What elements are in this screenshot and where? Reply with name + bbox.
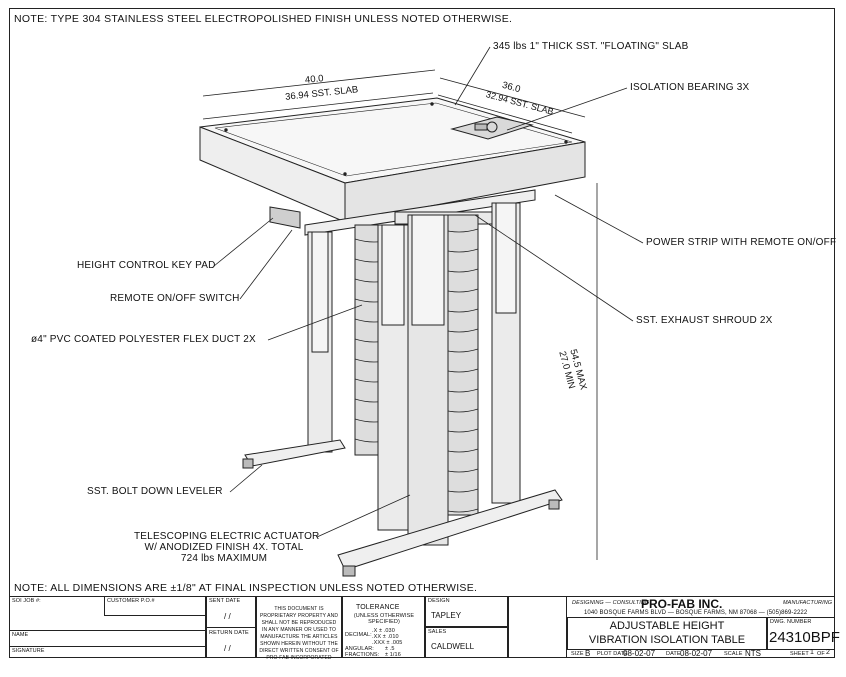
slab-callout: 345 lbs 1" THICK SST. "FLOATING" SLAB [493,41,689,52]
tb-sent-date-value: / / [224,612,231,621]
actuator-callout-line-3: 724 lbs MAXIMUM [180,553,268,564]
flex-duct-callout: ø4" PVC COATED POLYESTER FLEX DUCT 2X [31,334,256,345]
tb-sent-date-label: SENT DATE [209,598,241,604]
isolation-bearing [450,116,534,140]
keypad-callout: HEIGHT CONTROL KEY PAD [77,260,216,271]
tb-tol-xxx: .XXX ± .005 [372,640,403,646]
foot-left [242,439,346,469]
tb-sales-label: SALES [428,629,447,635]
leveler-callout: SST. BOLT DOWN LEVELER [87,486,223,497]
foot-right [337,489,563,577]
tb-sales-value: CALDWELL [431,642,475,651]
tb-po-cell [104,596,206,616]
tb-company-name: PRO-FAB INC. [641,597,723,611]
tb-signature-cell [9,646,206,658]
tb-design-cell [425,596,508,627]
tb-sales-cell [425,627,508,658]
tb-fractions-label: FRACTIONS: [345,652,380,658]
tb-signature-label: SIGNATURE [12,648,45,654]
remote-switch-callout: REMOTE ON/OFF SWITCH [110,293,240,304]
actuator-back-right [491,202,521,504]
tb-dwg-number: 24310BPF [769,629,840,646]
bottom-note: NOTE: ALL DIMENSIONS ARE ±1/8" AT FINAL … [14,582,478,594]
tb-tol-x: .X ± .030 [372,628,395,634]
tb-dwg-label: DWG. NUMBER [770,619,812,625]
tb-proprietary-text: THIS DOCUMENT IS PROPRIETARY PROPERTY AN… [259,606,339,661]
tb-name-label: NAME [12,632,29,638]
tb-tol-xx: .XX ± .010 [372,634,399,640]
actuator-callout: TELESCOPING ELECTRIC ACTUATOR W/ ANODIZE… [134,531,320,564]
tb-sheet-label: SHEET [790,651,809,657]
tb-sheet-total: 2 [826,649,830,656]
tb-return-date-value: / / [224,644,231,653]
tb-decimal-label: DECIMAL: [345,632,372,638]
top-note: NOTE: TYPE 304 STAINLESS STEEL ELECTROPO… [14,13,513,25]
tb-size-value: B [585,649,591,658]
tb-address: 1040 BOSQUE FARMS BLVD — BOSQUE FARMS, N… [584,610,808,616]
tb-scale-label: SCALE [724,651,743,657]
tb-angular-label: ANGULAR: [345,646,374,652]
tb-tolerance-sub: (UNLESS OTHERWISE SPECIFIED) [353,613,415,625]
tb-plot-date-value: 08-02-07 [623,649,656,658]
tb-designing-label: DESIGNING — CONSULTING [572,600,650,606]
tb-proprietary-cell [256,596,342,658]
tb-manufacturing-label: MANUFACTURING [783,600,833,606]
actuator-front-left [377,224,409,531]
tb-scale-value: NTS [745,649,761,658]
tb-po-label: CUSTOMER P.O.# [107,598,155,604]
tb-title-line-1: ADJUSTABLE HEIGHT [609,620,725,632]
tb-of-label: OF [817,651,825,657]
tb-blank-cell [508,596,567,658]
tb-tol-frac: ± 1/16 [385,652,401,658]
tb-size-label: SIZE [571,651,584,657]
shroud-callout: SST. EXHAUST SHROUD 2X [636,315,773,326]
bearing-callout: ISOLATION BEARING 3X [630,82,750,93]
tb-date-label: DATE [666,651,681,657]
tb-title-cell [567,617,767,650]
tb-date-value: 08-02-07 [680,649,713,658]
actuator-callout-line-1: TELESCOPING ELECTRIC ACTUATOR [134,531,320,542]
tb-plot-date-label: PLOT DATE [597,651,628,657]
tb-return-date-label: RETURN DATE [209,630,249,636]
dim-width-outer: 40.0 [304,73,325,86]
keypad [269,206,301,229]
tb-return-cell [206,627,256,658]
tb-design-label: DESIGN [428,598,450,604]
tb-sheet-value: 1 [810,649,814,656]
actuator-front-right [407,214,449,546]
actuator-back-left [307,231,333,453]
tb-dwg-cell [767,617,835,650]
tb-title-line-2: VIBRATION ISOLATION TABLE [588,634,746,646]
actuator-callout-line-2: W/ ANODIZED FINISH 4X. TOTAL [144,542,304,553]
tb-tol-ang: ± .5 [385,646,395,652]
slab [199,97,586,223]
power-strip-callout: POWER STRIP WITH REMOTE ON/OFF [646,237,837,248]
tb-job-label: SOI JOB #: [12,598,41,604]
tb-tolerance-cell [342,596,425,658]
leader-lines [202,46,644,560]
tb-designer-value: TAPLEY [431,611,462,620]
tb-tolerance-label: TOLERANCE [356,604,400,611]
